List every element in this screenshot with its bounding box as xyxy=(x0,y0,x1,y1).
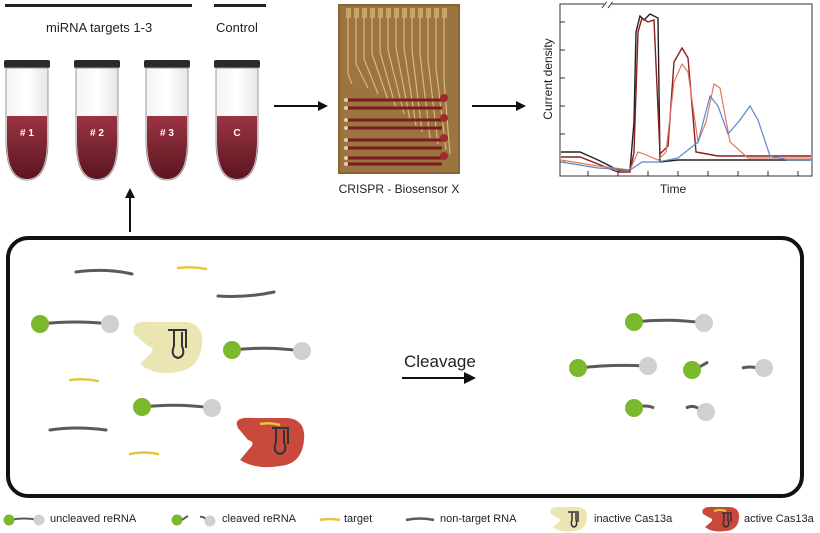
legend-active-glyph xyxy=(702,506,740,532)
tube-1: # 1 xyxy=(4,60,50,181)
control-header-label: Control xyxy=(216,20,258,35)
tube-3: # 3 xyxy=(144,60,190,181)
tube-control-label: C xyxy=(233,128,240,139)
cleavage-arrow xyxy=(402,372,476,384)
chart-ylabel: Current density xyxy=(541,38,555,120)
uncleaved-rerna-2 xyxy=(223,341,311,360)
legend-target-glyph xyxy=(319,517,341,522)
chart xyxy=(559,2,813,177)
sample-tubes: # 1 # 2 # 3 C xyxy=(4,60,260,181)
active-cas13a xyxy=(236,417,305,468)
legend-cleaved-label: cleaved reRNA xyxy=(222,513,296,525)
chart-frame xyxy=(559,3,813,177)
tube-2-label: # 2 xyxy=(90,128,104,139)
process-illustration xyxy=(31,265,773,468)
legend-uncleaved-glyph xyxy=(3,514,45,526)
legend-nontarget-label: non-target RNA xyxy=(440,513,517,525)
arrow-up-to-tubes xyxy=(125,188,135,232)
legend-active-label: active Cas13a xyxy=(744,513,814,525)
axis-break xyxy=(601,2,614,9)
series-black xyxy=(561,13,811,171)
uncleaved-rerna-3 xyxy=(133,398,221,417)
nontarget-rna-strands xyxy=(48,268,276,432)
chip-caption: CRISPR - Biosensor X xyxy=(338,182,460,196)
uncleaved-rerna-1 xyxy=(31,315,119,333)
control-header-bar xyxy=(214,4,266,7)
chart-ticks xyxy=(560,21,799,176)
cleavage-label: Cleavage xyxy=(404,352,476,371)
target-strands xyxy=(68,265,208,456)
cleavage-process-panel xyxy=(6,236,804,498)
legend-inactive-glyph xyxy=(550,506,588,532)
inactive-cas13a xyxy=(133,321,203,373)
cleaved-rerna-fragments xyxy=(625,359,773,421)
tube-control: C xyxy=(214,60,260,181)
legend-nontarget-glyph xyxy=(405,517,435,522)
series-salmon xyxy=(560,62,811,171)
arrow-chip-to-chart xyxy=(472,101,526,111)
biosensor-chip xyxy=(338,4,460,174)
legend-target-label: target xyxy=(344,513,373,525)
tube-2: # 2 xyxy=(74,60,120,181)
arrow-tubes-to-chip xyxy=(274,101,328,111)
series-darkred xyxy=(561,16,811,173)
targets-header-bar xyxy=(5,4,192,7)
tube-3-label: # 3 xyxy=(160,128,174,139)
targets-header-label: miRNA targets 1-3 xyxy=(46,20,153,35)
series-blue xyxy=(560,94,811,171)
tube-1-label: # 1 xyxy=(20,128,34,139)
uncleaved-rerna-right xyxy=(625,313,713,332)
chart-xlabel: Time xyxy=(660,182,687,196)
legend-inactive-label: inactive Cas13a xyxy=(594,513,673,525)
legend-cleaved-glyph xyxy=(171,514,216,527)
uncleaved-rerna-right-2 xyxy=(569,357,657,377)
legend-uncleaved-label: uncleaved reRNA xyxy=(50,513,137,525)
